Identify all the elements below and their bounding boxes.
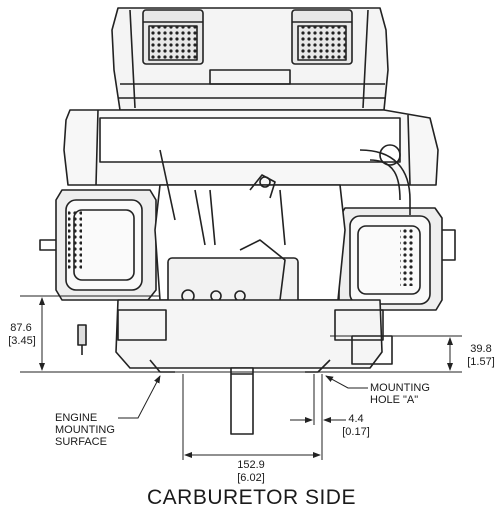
dim-right-height-in: [1.57] — [467, 356, 495, 368]
dim-width-in: [6.02] — [237, 472, 265, 484]
callout-engine-mounting-surface-line3: SURFACE — [55, 436, 107, 448]
dim-left-height-in: [3.45] — [8, 335, 36, 347]
callout-mounting-hole-line1: MOUNTING — [370, 382, 430, 394]
callout-engine-mounting-surface-line1: ENGINE — [55, 412, 98, 424]
callout-engine-mounting-surface-line2: MOUNTING — [55, 424, 115, 436]
air-intake-grille-left — [142, 9, 204, 65]
dim-hole-offset-mm: 4.4 — [348, 413, 364, 425]
cylinder-head-right — [338, 207, 456, 311]
dimension-lines — [20, 295, 462, 460]
air-intake-grille-right — [291, 9, 353, 65]
callout-mounting-hole-line2: HOLE "A" — [370, 394, 419, 406]
dim-width-mm: 152.9 — [237, 459, 265, 471]
dim-right-height-mm: 39.8 — [470, 343, 492, 355]
dim-left-height-mm: 87.6 — [10, 322, 32, 334]
cylinder-head-left — [39, 189, 157, 301]
engine-outline — [39, 7, 456, 435]
page-title: CARBURETOR SIDE — [147, 486, 356, 509]
pto-shaft — [230, 367, 254, 435]
dim-hole-offset-in: [0.17] — [342, 426, 370, 438]
